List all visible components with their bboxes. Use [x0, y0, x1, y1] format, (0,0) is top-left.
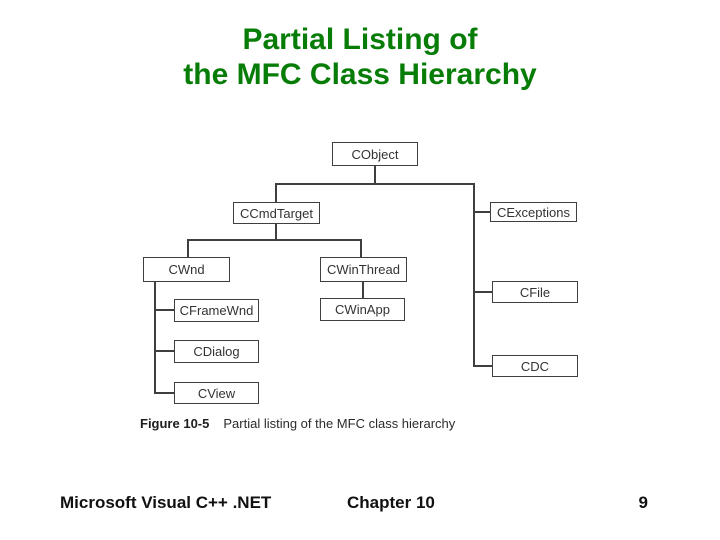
class-node-cobject: CObject	[332, 142, 418, 166]
connector-ccmdtarget-down	[275, 224, 277, 241]
footer-page-number: 9	[638, 493, 648, 512]
connector-to-cfile	[473, 291, 492, 293]
footer-chapter: Chapter 10	[347, 493, 435, 512]
connector-to-cdc	[473, 365, 492, 367]
class-node-cframewnd: CFrameWnd	[174, 299, 259, 322]
class-node-cdc: CDC	[492, 355, 578, 377]
connector-right-spine	[473, 183, 475, 367]
connector-to-cdialog	[154, 350, 175, 352]
class-node-cwinthread: CWinThread	[320, 257, 407, 282]
connector-to-cview	[154, 392, 175, 394]
slide-footer: Microsoft Visual C++ .NET Chapter 10 9	[0, 493, 720, 515]
slide-title: Partial Listing of the MFC Class Hierarc…	[0, 22, 720, 92]
figure-caption-label: Figure 10-5	[140, 416, 210, 431]
footer-course-title: Microsoft Visual C++ .NET	[60, 493, 272, 512]
class-node-cview: CView	[174, 382, 259, 404]
connector-to-cframewnd	[154, 309, 175, 311]
class-node-ccmdtarget: CCmdTarget	[233, 202, 320, 224]
connector-cwnd-spine	[154, 282, 156, 394]
figure-caption: Figure 10-5 Partial listing of the MFC c…	[140, 416, 455, 431]
connector-to-cwinthread	[360, 239, 362, 257]
connector-cobject-down	[374, 166, 376, 185]
class-node-cwnd: CWnd	[143, 257, 230, 282]
connector-to-cexceptions	[473, 211, 492, 213]
class-node-cexceptions: CExceptions	[490, 202, 577, 222]
class-node-cfile: CFile	[492, 281, 578, 303]
class-node-cdialog: CDialog	[174, 340, 259, 363]
slide-title-line1: Partial Listing of	[242, 23, 478, 56]
connector-to-cwnd	[187, 239, 189, 257]
slide-title-line2: the MFC Class Hierarchy	[183, 58, 537, 91]
connector-branch-top	[275, 183, 475, 185]
class-node-cwinapp: CWinApp	[320, 298, 405, 321]
connector-cwinthread-down	[362, 282, 364, 299]
connector-branch-mid	[187, 239, 362, 241]
connector-to-ccmdtarget	[275, 183, 277, 203]
figure-caption-text: Partial listing of the MFC class hierarc…	[223, 416, 456, 431]
